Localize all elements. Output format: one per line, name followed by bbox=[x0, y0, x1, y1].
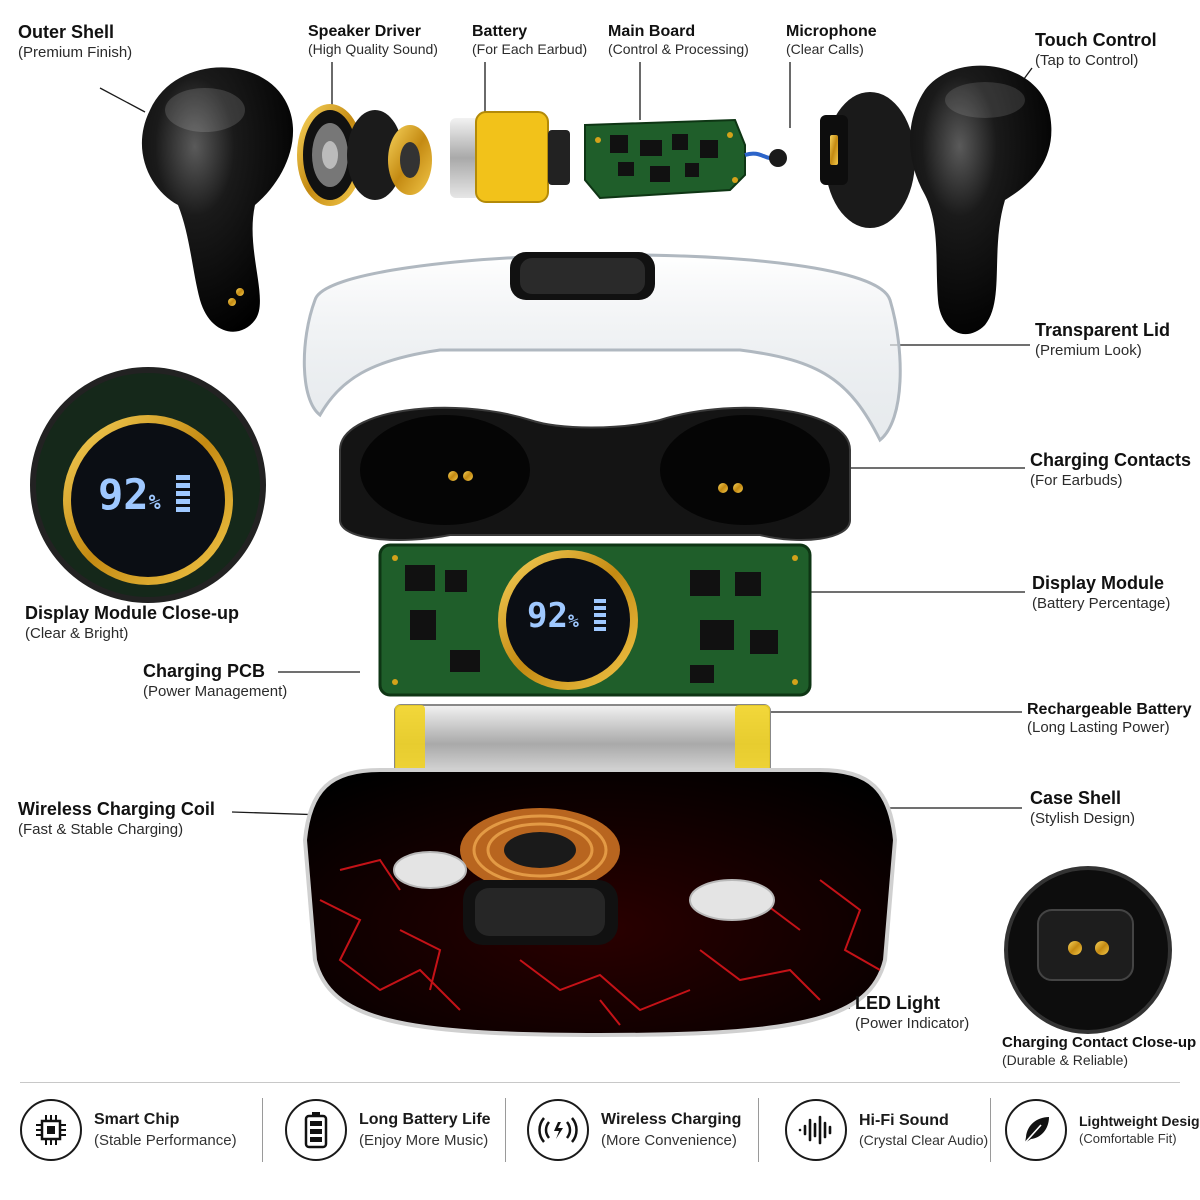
closeup-battery-percentage: 92 bbox=[98, 470, 149, 519]
sound-wave-icon bbox=[785, 1099, 847, 1161]
earbud-main-board bbox=[584, 118, 746, 200]
percent-sign: % bbox=[567, 611, 579, 632]
label-title: Speaker Driver bbox=[308, 23, 421, 40]
microphone bbox=[744, 149, 787, 167]
speaker-driver bbox=[297, 104, 432, 206]
label-touch-control: Touch Control (Tap to Control) bbox=[1035, 30, 1157, 70]
label-led-light: LED Light (Power Indicator) bbox=[855, 993, 969, 1033]
feature-sub: (Comfortable Fit) bbox=[1079, 1130, 1177, 1146]
battery-icon bbox=[285, 1099, 347, 1161]
case-shell bbox=[302, 768, 898, 1038]
label-title: Charging Contact Close-up bbox=[1002, 1034, 1197, 1051]
feature-separator bbox=[505, 1098, 506, 1162]
feature-sub: (Stable Performance) bbox=[94, 1131, 237, 1149]
label-sub: (Clear Calls) bbox=[786, 41, 864, 58]
transparent-lid bbox=[302, 252, 902, 443]
feature-separator bbox=[262, 1098, 263, 1162]
feature-divider-line bbox=[20, 1082, 1180, 1083]
display-closeup-inset bbox=[30, 367, 266, 603]
label-speaker-driver: Speaker Driver (High Quality Sound) bbox=[308, 22, 438, 58]
feature-sub: (More Convenience) bbox=[601, 1131, 737, 1149]
closeup-battery-level-icon bbox=[176, 475, 191, 515]
label-title: Outer Shell bbox=[18, 22, 115, 42]
label-sub: (Fast & Stable Charging) bbox=[18, 820, 184, 838]
label-title: Main Board bbox=[608, 23, 696, 40]
feature-wireless-charging: Wireless Charging (More Convenience) bbox=[527, 1095, 741, 1165]
label-sub: (Power Management) bbox=[143, 682, 288, 700]
label-title: Display Module Close-up bbox=[25, 603, 240, 623]
label-title: Charging PCB bbox=[143, 661, 266, 681]
label-title: Battery bbox=[472, 23, 528, 40]
earbud-cradle bbox=[339, 406, 851, 541]
battery-percentage: 92 bbox=[527, 596, 568, 636]
feature-battery-life: Long Battery Life (Enjoy More Music) bbox=[285, 1095, 491, 1165]
label-sub: (For Each Earbud) bbox=[472, 41, 588, 58]
label-title: Rechargeable Battery bbox=[1027, 701, 1192, 718]
label-title: Transparent Lid bbox=[1035, 320, 1171, 340]
label-outer-shell: Outer Shell (Premium Finish) bbox=[18, 22, 132, 62]
label-title: Charging Contacts bbox=[1030, 450, 1192, 470]
label-charging-pcb: Charging PCB (Power Management) bbox=[143, 661, 287, 701]
feature-title: Wireless Charging bbox=[601, 1110, 742, 1128]
feature-title: Hi-Fi Sound bbox=[859, 1111, 949, 1129]
label-sub: (Premium Finish) bbox=[18, 43, 133, 61]
label-sub: (High Quality Sound) bbox=[308, 41, 438, 58]
label-main-board: Main Board (Control & Processing) bbox=[608, 22, 749, 58]
closeup-display-readout: 92% bbox=[98, 470, 191, 519]
label-title: Case Shell bbox=[1030, 788, 1122, 808]
feature-sub: (Enjoy More Music) bbox=[359, 1131, 489, 1149]
closeup-percent-sign: % bbox=[148, 490, 161, 514]
feather-icon bbox=[1005, 1099, 1067, 1161]
label-sub: (Clear & Bright) bbox=[25, 624, 129, 642]
pcb-display-readout: 92% bbox=[527, 596, 607, 636]
label-title: Wireless Charging Coil bbox=[18, 799, 215, 819]
label-sub: (Tap to Control) bbox=[1035, 51, 1139, 69]
label-sub: (Battery Percentage) bbox=[1032, 594, 1171, 612]
feature-separator bbox=[758, 1098, 759, 1162]
wireless-charging-icon bbox=[527, 1099, 589, 1161]
feature-hifi-sound: Hi-Fi Sound (Crystal Clear Audio) bbox=[785, 1095, 988, 1165]
label-rechargeable-battery: Rechargeable Battery (Long Lasting Power… bbox=[1027, 700, 1192, 737]
label-title: Microphone bbox=[786, 23, 877, 40]
label-sub: (Premium Look) bbox=[1035, 341, 1142, 359]
label-display-module: Display Module (Battery Percentage) bbox=[1032, 573, 1170, 613]
label-display-closeup: Display Module Close-up (Clear & Bright) bbox=[25, 603, 239, 643]
chip-icon bbox=[20, 1099, 82, 1161]
feature-smart-chip: Smart Chip (Stable Performance) bbox=[20, 1095, 237, 1165]
label-sub: (Control & Processing) bbox=[608, 41, 749, 58]
feature-lightweight: Lightweight Design (Comfortable Fit) bbox=[1005, 1095, 1200, 1165]
battery-level-icon bbox=[594, 599, 607, 631]
label-sub: (Durable & Reliable) bbox=[1002, 1052, 1129, 1068]
case-battery bbox=[394, 704, 771, 784]
feature-separator bbox=[990, 1098, 991, 1162]
label-transparent-lid: Transparent Lid (Premium Look) bbox=[1035, 320, 1170, 360]
label-title: LED Light bbox=[855, 993, 940, 1013]
label-battery: Battery (For Each Earbud) bbox=[472, 22, 587, 58]
label-sub: (For Earbuds) bbox=[1030, 471, 1123, 489]
label-case-shell: Case Shell (Stylish Design) bbox=[1030, 788, 1135, 828]
label-charging-contacts: Charging Contacts (For Earbuds) bbox=[1030, 450, 1191, 490]
feature-title: Lightweight Design bbox=[1079, 1113, 1200, 1130]
label-title: Touch Control bbox=[1035, 30, 1157, 50]
label-sub: (Long Lasting Power) bbox=[1027, 719, 1170, 737]
charging-contact-closeup-inset bbox=[1004, 866, 1172, 1034]
feature-title: Long Battery Life bbox=[359, 1110, 491, 1128]
earbud-battery bbox=[450, 111, 570, 203]
feature-title: Smart Chip bbox=[94, 1110, 180, 1128]
feature-sub: (Crystal Clear Audio) bbox=[859, 1132, 989, 1149]
left-earbud bbox=[141, 67, 294, 332]
right-earbud bbox=[820, 65, 1052, 335]
label-sub: (Stylish Design) bbox=[1030, 809, 1136, 827]
label-microphone: Microphone (Clear Calls) bbox=[786, 22, 877, 58]
label-wireless-coil: Wireless Charging Coil (Fast & Stable Ch… bbox=[18, 799, 215, 839]
label-title: Display Module bbox=[1032, 573, 1165, 593]
label-sub: (Power Indicator) bbox=[855, 1014, 970, 1032]
label-charging-contact-closeup: Charging Contact Close-up (Durable & Rel… bbox=[1002, 1034, 1196, 1069]
